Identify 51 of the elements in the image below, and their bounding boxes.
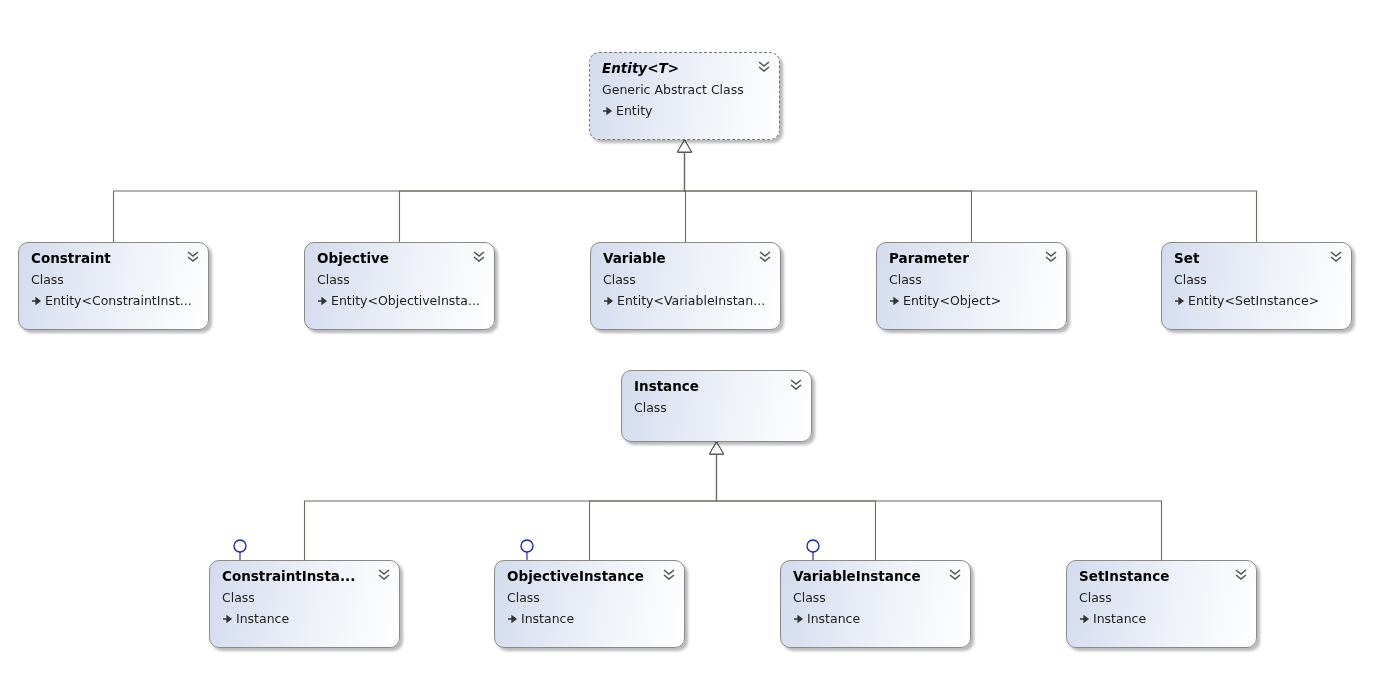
base-type: Instance	[807, 611, 861, 626]
interface-lollipop	[806, 538, 820, 552]
base-type: Entity<ConstraintInst...	[45, 293, 192, 308]
class-kind: Class	[889, 272, 922, 287]
inheritance-arrow	[709, 441, 1163, 561]
class-kind: Generic Abstract Class	[602, 82, 744, 97]
class-kind: Class	[1079, 590, 1112, 605]
class-box	[589, 52, 780, 140]
class-box	[876, 242, 1067, 330]
class-name: Parameter	[889, 250, 969, 266]
class-box	[590, 242, 781, 330]
class-name: ObjectiveInstance	[507, 568, 644, 584]
class-name: Constraint	[31, 250, 111, 266]
class-name: Variable	[603, 250, 666, 266]
class-box	[18, 242, 209, 330]
connector-line	[812, 551, 814, 561]
base-type: Entity<VariableInstan...	[617, 293, 766, 308]
class-box	[780, 560, 971, 648]
base-type: Entity<SetInstance>	[1188, 293, 1320, 308]
interface-lollipop	[520, 538, 534, 552]
class-kind: Class	[603, 272, 636, 287]
class-name: Set	[1174, 250, 1200, 266]
class-kind: Class	[317, 272, 350, 287]
class-kind: Class	[793, 590, 826, 605]
class-box	[1066, 560, 1257, 648]
class-name: Objective	[317, 250, 389, 266]
class-box	[209, 560, 400, 648]
base-type: Entity<Object>	[903, 293, 1002, 308]
class-name: SetInstance	[1079, 568, 1170, 584]
class-box	[494, 560, 685, 648]
class-kind: Class	[31, 272, 64, 287]
connector-line	[526, 551, 528, 561]
class-kind: Class	[1174, 272, 1207, 287]
base-type: Entity	[616, 103, 653, 118]
base-type: Instance	[1093, 611, 1147, 626]
class-name: ConstraintInsta...	[222, 568, 356, 584]
class-name: Instance	[634, 378, 699, 394]
interface-lollipop	[233, 538, 247, 552]
class-kind: Class	[507, 590, 540, 605]
class-box	[621, 370, 812, 442]
class-name: Entity<T>	[602, 60, 679, 76]
class-kind: Class	[222, 590, 255, 605]
base-type: Instance	[521, 611, 575, 626]
class-name: VariableInstance	[793, 568, 921, 584]
class-kind: Class	[634, 400, 667, 415]
class-box	[1161, 242, 1352, 330]
inheritance-arrow	[677, 139, 1258, 243]
connector-line	[239, 551, 241, 561]
base-type: Instance	[236, 611, 290, 626]
class-box	[304, 242, 495, 330]
base-type: Entity<ObjectiveInsta...	[331, 293, 480, 308]
